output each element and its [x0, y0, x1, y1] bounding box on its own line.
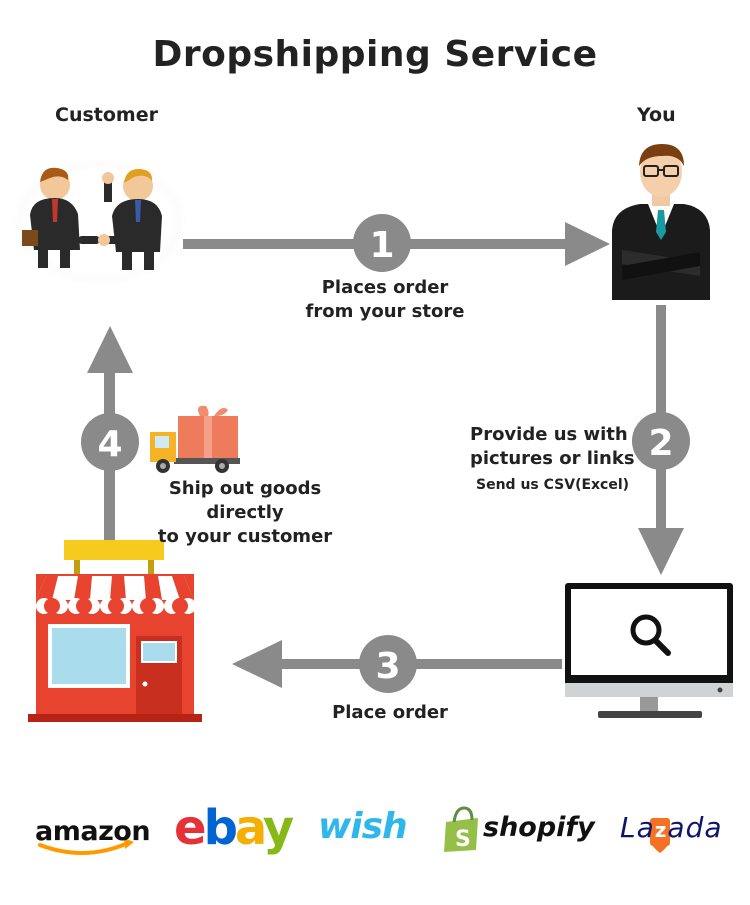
ebay-letter-b: b	[203, 800, 238, 856]
wish-logo: wish	[318, 806, 408, 847]
step-1-label-line2: from your store	[305, 301, 465, 322]
step-1-badge: 1	[353, 214, 411, 272]
ebay-logo: ebay	[174, 800, 294, 856]
customers-handshake-icon	[12, 158, 188, 286]
shopify-logo: shopify	[483, 812, 595, 843]
step-4-label-line1: Ship out goods directly	[168, 478, 322, 523]
amazon-smile-icon	[38, 838, 134, 855]
step-4-badge: 4	[81, 413, 139, 471]
customer-label: Customer	[55, 104, 158, 126]
svg-text:S: S	[455, 827, 471, 852]
step-4-label: Ship out goods directly to your customer	[130, 477, 360, 549]
step-2-label: Provide us with pictures or links	[470, 423, 635, 471]
step-3-badge: 3	[359, 635, 417, 693]
delivery-truck-icon	[150, 405, 240, 473]
storefront-icon	[28, 540, 202, 722]
step-2-label-line1: Provide us with	[470, 424, 628, 445]
ebay-letter-a: a	[234, 800, 266, 856]
step-1-label: Places order from your store	[270, 276, 500, 324]
step-3-number: 3	[375, 646, 400, 687]
step-1-label-line1: Places order	[321, 277, 449, 298]
step-1-number: 1	[369, 225, 394, 266]
step-2-label-line2: pictures or links	[470, 448, 635, 469]
lazada-text-end: ada	[667, 811, 723, 844]
step-4-number: 4	[97, 424, 122, 465]
step-2-sublabel: Send us CSV(Excel)	[476, 477, 630, 493]
amazon-logo: amazon	[35, 816, 151, 847]
you-label: You	[637, 104, 676, 126]
page-title: Dropshipping Service	[152, 34, 598, 75]
shopify-bag-icon: S	[444, 806, 478, 852]
lazada-text-z: z	[654, 818, 668, 842]
step-3-label: Place order	[332, 702, 448, 723]
lazada-text-start: La	[620, 811, 655, 844]
lazada-heart-icon	[650, 818, 670, 853]
step-2-badge: 2	[632, 412, 690, 470]
ebay-letter-y: y	[262, 800, 294, 856]
ebay-letter-e: e	[174, 800, 207, 856]
monitor-search-icon	[565, 583, 733, 718]
businessman-icon	[612, 144, 710, 300]
step-2-number: 2	[648, 423, 673, 464]
step-4-label-line2: to your customer	[157, 526, 333, 547]
lazada-logo: Lazada	[620, 811, 723, 844]
